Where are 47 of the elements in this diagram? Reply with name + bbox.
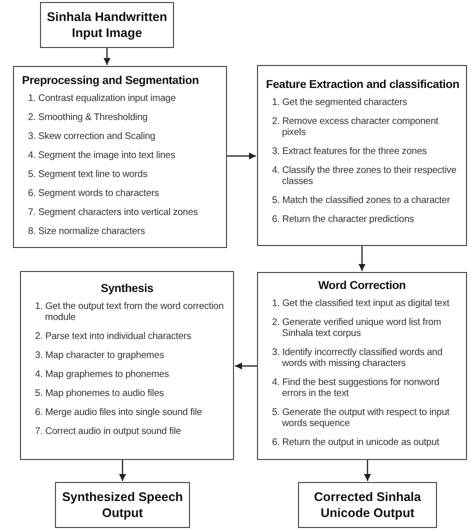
arrow bbox=[227, 152, 256, 160]
step-heading: Feature Extraction and classification bbox=[266, 78, 458, 93]
step-item: 2. Remove excess character component pixels bbox=[271, 116, 440, 138]
step-item: 5. Generate the output with respect to input words sequence bbox=[271, 407, 450, 429]
step-item: 4. Find the best suggestions for nonword errors in the text bbox=[271, 377, 440, 399]
process-box bbox=[257, 272, 467, 460]
step-item: 5. Segment text line to words bbox=[27, 169, 148, 180]
arrow bbox=[358, 246, 366, 271]
step-item: 3. Extract features for the three zones bbox=[271, 146, 428, 157]
process-box bbox=[257, 65, 467, 246]
step-item: 4. Segment the image into text lines bbox=[27, 150, 176, 161]
step-item: 3. Map character to graphemes bbox=[34, 350, 165, 361]
step-item: 4. Classify the three zones to their respective classes bbox=[271, 165, 458, 187]
process-box bbox=[20, 271, 234, 460]
step-heading: Synthesized Speech Output bbox=[61, 489, 184, 521]
step-item: 7. Segment characters into vertical zones bbox=[27, 207, 199, 218]
step-item: 5. Match the classified zones to a character bbox=[271, 195, 451, 206]
step-item: 1. Get the classified text input as digital text bbox=[271, 298, 450, 309]
arrow bbox=[235, 362, 257, 370]
step-item: 1. Get the output text from the word correction module bbox=[34, 301, 225, 323]
step-item: 6. Return the character predictions bbox=[271, 214, 415, 225]
step-heading: Corrected Sinhala Unicode Output bbox=[313, 489, 422, 521]
terminal-box bbox=[40, 2, 174, 48]
step-item: 6. Segment words to characters bbox=[27, 188, 160, 199]
process-box bbox=[13, 66, 227, 248]
step-heading: Word Correction bbox=[317, 279, 407, 294]
step-item: 2. Parse text into individual characters bbox=[34, 331, 192, 342]
step-item: 8. Size normalize characters bbox=[27, 226, 146, 237]
step-item: 2. Smoothing & Thresholding bbox=[27, 112, 149, 123]
arrow bbox=[119, 460, 126, 481]
step-item: 6. Merge audio files into single sound file bbox=[34, 407, 203, 418]
step-item: 5. Map phonemes to audio files bbox=[34, 388, 165, 399]
step-heading: Sinhala Handwritten Input Image bbox=[46, 9, 168, 41]
arrow bbox=[104, 48, 110, 65]
step-item: 2. Generate verified unique word list from Sinhala text corpus bbox=[271, 317, 442, 339]
terminal-box bbox=[55, 482, 190, 528]
step-item: 6. Return the output in unicode as output bbox=[271, 437, 440, 448]
step-item: 3. Identify incorrectly classified words and words with missing characters bbox=[271, 347, 444, 369]
step-item: 1. Get the segmented characters bbox=[271, 97, 408, 108]
arrow bbox=[364, 460, 371, 481]
step-item: 7. Correct audio in output sound file bbox=[34, 426, 182, 437]
terminal-box bbox=[298, 482, 437, 528]
step-item: 4. Map graphemes to phonemes bbox=[34, 369, 170, 380]
step-item: 1. Contrast equalization input image bbox=[27, 93, 177, 104]
step-item: 3. Skew correction and Scaling bbox=[27, 131, 156, 142]
step-heading: Preprocessing and Segmentation bbox=[22, 74, 200, 89]
step-heading: Synthesis bbox=[100, 282, 154, 297]
